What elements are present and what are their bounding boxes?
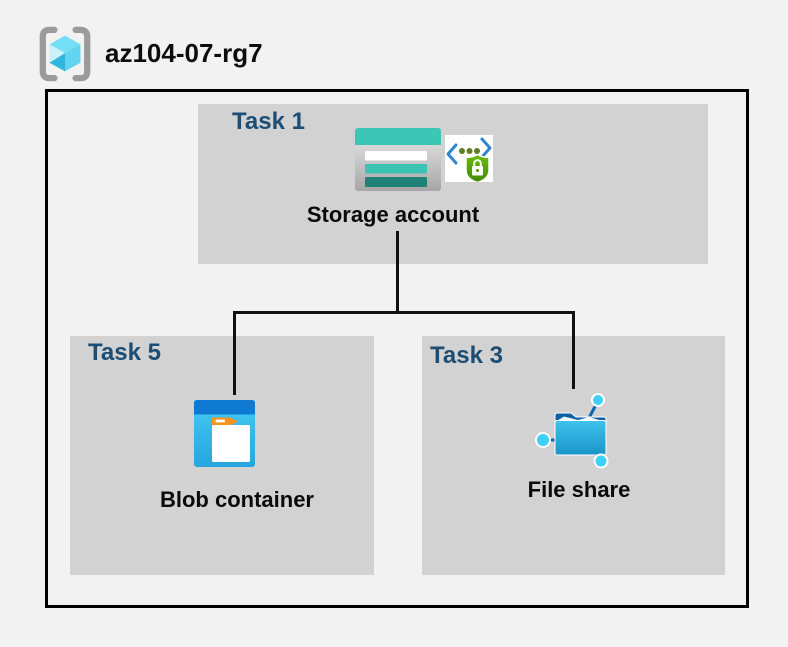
resource-group-title: az104-07-rg7 <box>105 38 263 68</box>
ellipsis-dots-icon <box>459 148 480 154</box>
task1-label: Task 1 <box>232 108 305 135</box>
task3-label: Task 3 <box>430 342 503 369</box>
connector-to-fileshare <box>572 311 575 389</box>
left-bracket-icon <box>39 26 58 82</box>
storage-account-label: Storage account <box>306 202 480 227</box>
sas-shield-lock-icon <box>445 135 493 182</box>
storage-account-icon <box>355 128 441 191</box>
right-bracket-icon <box>72 26 91 82</box>
shield-lock-icon <box>465 153 490 182</box>
connector-storage-down <box>396 231 399 313</box>
file-share-icon <box>535 393 609 469</box>
blob-container-icon <box>194 400 255 467</box>
code-bracket-right-icon <box>480 137 492 159</box>
file-share-label: File share <box>527 477 631 502</box>
resource-group-icon <box>39 26 91 82</box>
network-nodes <box>535 393 609 469</box>
blob-container-label: Blob container <box>159 487 314 512</box>
connector-horizontal <box>233 311 575 314</box>
task1-panel <box>198 104 708 264</box>
connector-to-blob <box>233 311 236 395</box>
folder-shape <box>554 412 607 456</box>
folder-tab-icon <box>212 417 238 426</box>
task5-label: Task 5 <box>88 339 161 366</box>
resource-group-border <box>45 89 749 608</box>
folder-body <box>212 425 250 462</box>
cube-icon <box>49 35 81 72</box>
code-bracket-left-icon <box>446 143 458 165</box>
